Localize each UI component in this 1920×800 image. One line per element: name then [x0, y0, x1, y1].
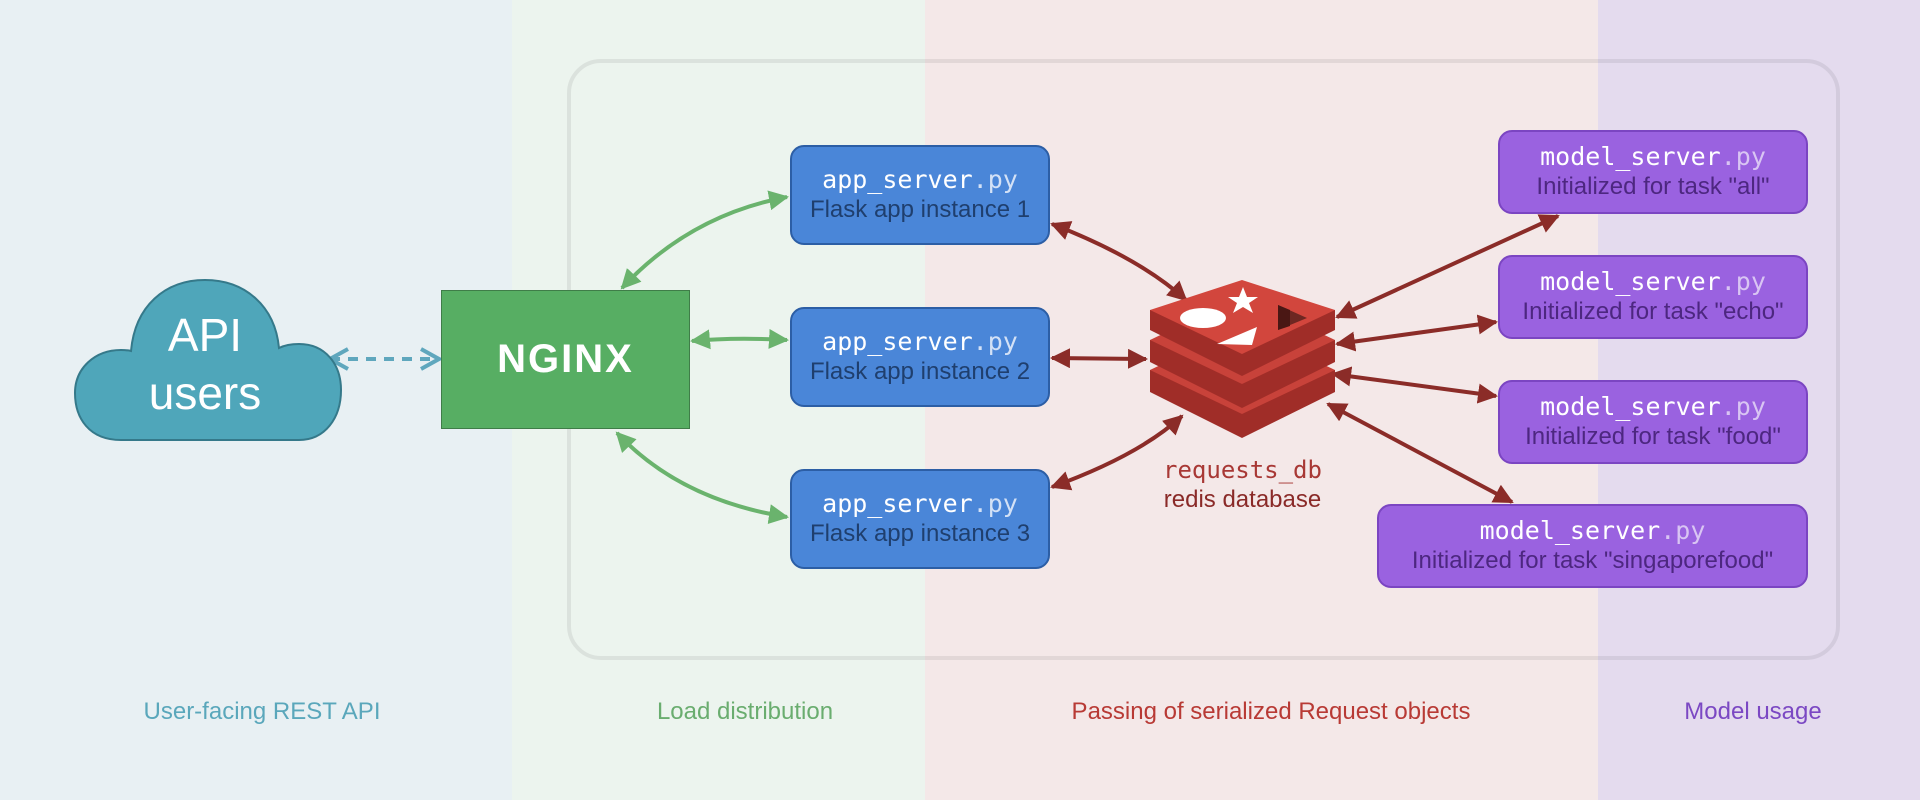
redis-db-name: requests_db	[1163, 456, 1322, 484]
arrow-redis-model3	[1331, 366, 1498, 404]
app-server-3-desc: Flask app instance 3	[809, 520, 1031, 547]
app-server-2-desc: Flask app instance 2	[809, 358, 1031, 385]
model-server-food-desc: Initialized for task "food"	[1525, 423, 1781, 450]
api-users-line1: API	[167, 309, 243, 361]
arrow-app2-redis	[1050, 348, 1148, 369]
model-server-echo: model_server.py Initialized for task "ec…	[1498, 255, 1808, 339]
model-server-singaporefood-desc: Initialized for task "singaporefood"	[1411, 547, 1774, 574]
model-server-echo-desc: Initialized for task "echo"	[1522, 298, 1784, 325]
arrow-redis-model2	[1335, 314, 1498, 352]
arrow-app3-redis	[1050, 414, 1184, 491]
app-server-1: app_server.py Flask app instance 1	[790, 145, 1050, 245]
app-server-2-ext: .py	[972, 327, 1018, 356]
caption-model-usage: Model usage	[1684, 698, 1822, 725]
model-server-echo-file: model_server	[1540, 267, 1721, 296]
arrow-app1-redis	[1050, 221, 1188, 302]
arrow-nginx-app1	[620, 190, 789, 290]
model-server-singaporefood: model_server.py Initialized for task "si…	[1377, 504, 1808, 588]
api-users-label: API users	[100, 306, 310, 422]
caption-load-distribution: Load distribution	[656, 698, 834, 725]
model-server-echo-ext: .py	[1720, 267, 1766, 296]
app-server-3-file: app_server	[822, 489, 973, 518]
app-server-2-file: app_server	[822, 327, 973, 356]
arrow-redis-model1	[1335, 214, 1560, 319]
redis-label: requests_db redis database	[1100, 455, 1385, 515]
caption-user-facing-api: User-facing REST API	[143, 698, 381, 725]
app-server-3-ext: .py	[972, 489, 1018, 518]
model-server-all-file: model_server	[1540, 142, 1721, 171]
model-server-food-file: model_server	[1540, 392, 1721, 421]
nginx-logo: NGINX	[497, 337, 634, 381]
app-server-1-desc: Flask app instance 1	[809, 196, 1031, 223]
model-server-all-desc: Initialized for task "all"	[1536, 173, 1770, 200]
model-server-singaporefood-ext: .py	[1660, 516, 1706, 545]
nginx-node: NGINX	[441, 290, 690, 429]
model-server-food-ext: .py	[1720, 392, 1766, 421]
api-users-line2: users	[148, 367, 262, 419]
caption-request-passing: Passing of serialized Request objects	[1071, 698, 1471, 725]
model-server-food: model_server.py Initialized for task "fo…	[1498, 380, 1808, 464]
model-server-all: model_server.py Initialized for task "al…	[1498, 130, 1808, 214]
arrow-nginx-app3	[615, 431, 789, 525]
app-server-1-ext: .py	[972, 165, 1018, 194]
app-server-1-file: app_server	[822, 165, 973, 194]
model-server-singaporefood-file: model_server	[1479, 516, 1661, 545]
model-server-all-ext: .py	[1720, 142, 1766, 171]
app-server-3: app_server.py Flask app instance 3	[790, 469, 1050, 569]
arrow-redis-model4	[1326, 402, 1514, 504]
cloud-icon	[73, 278, 343, 441]
redis-db-desc: redis database	[1163, 486, 1322, 513]
app-server-2: app_server.py Flask app instance 2	[790, 307, 1050, 407]
arrow-nginx-app2	[690, 328, 789, 350]
